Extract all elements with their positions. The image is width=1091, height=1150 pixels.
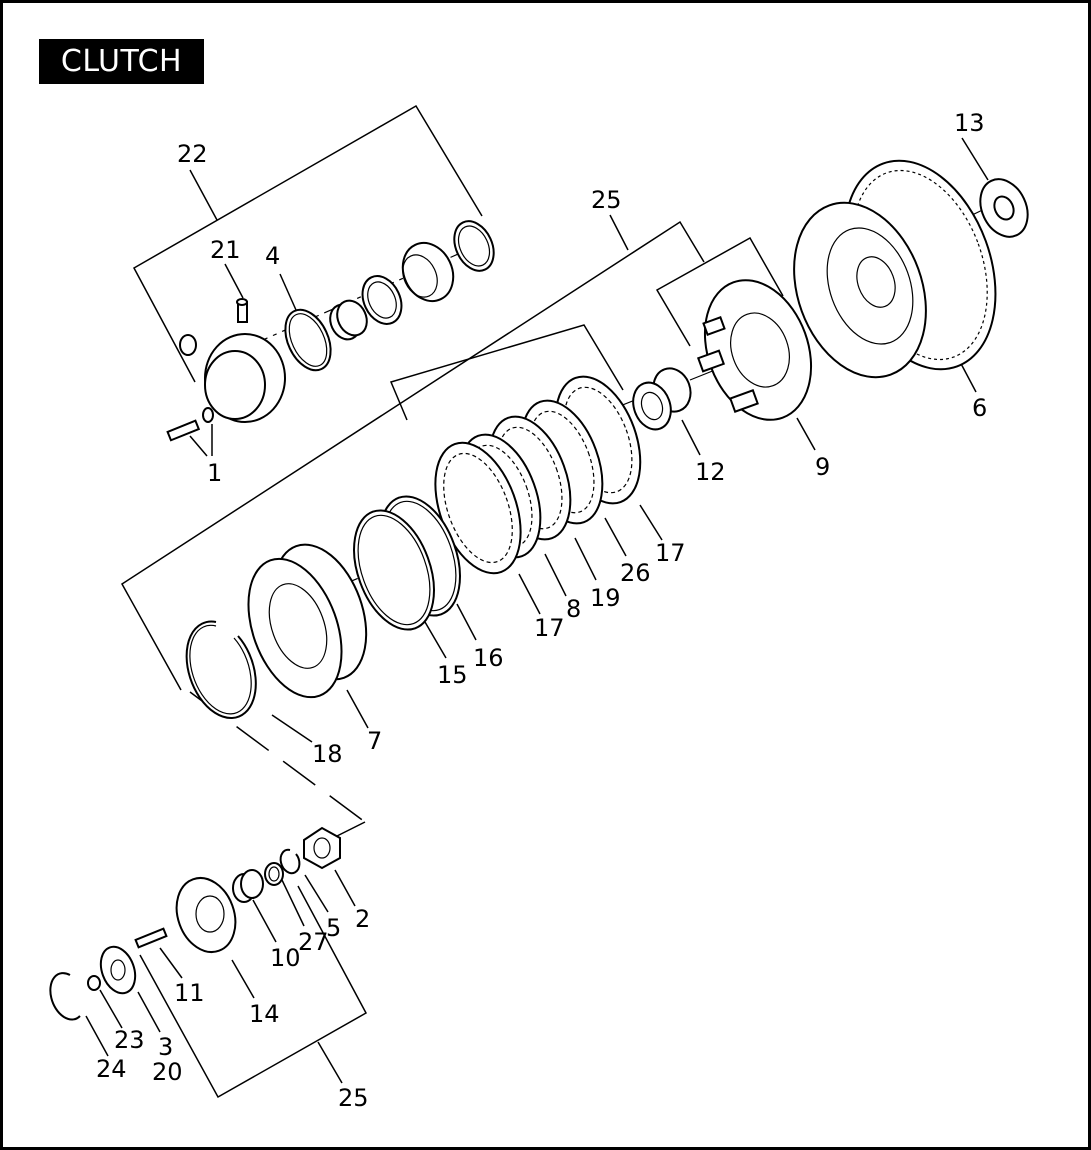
callout-6: 6: [972, 394, 987, 422]
callout-2: 2: [355, 905, 370, 933]
part-piston: [401, 220, 495, 303]
part-bearing-12: [632, 367, 692, 431]
callout-11: 11: [174, 979, 205, 1007]
callout-23: 23: [114, 1026, 145, 1054]
callout-19: 19: [590, 584, 621, 612]
part-clutch-shell-6: [793, 159, 997, 379]
callout-13: 13: [954, 109, 985, 137]
part-oring-4: [284, 308, 332, 372]
part-hub-7: [247, 543, 368, 699]
callout-20: 20: [152, 1058, 183, 1086]
callout-9: 9: [815, 453, 830, 481]
part-spring-seal: [329, 275, 403, 341]
part-rings-15-16: [353, 495, 461, 631]
callout-7: 7: [367, 727, 382, 755]
callout-1: 1: [207, 459, 222, 487]
callout-15: 15: [437, 661, 468, 689]
part-friction-plates: [434, 375, 642, 575]
part-snap-ring-18: [185, 620, 257, 720]
callout-24: 24: [96, 1055, 127, 1083]
callout-21: 21: [210, 236, 241, 264]
callout-3: 3: [158, 1033, 173, 1061]
callout-12: 12: [695, 458, 726, 486]
part-bolt-1: [166, 407, 214, 442]
callout-8: 8: [566, 595, 581, 623]
callout-17-upper: 17: [655, 539, 686, 567]
callout-22: 22: [177, 140, 208, 168]
diagram-title: CLUTCH: [39, 39, 204, 84]
callout-4: 4: [265, 242, 280, 270]
part-washer-13: [979, 178, 1029, 238]
callout-25-upper: 25: [591, 186, 622, 214]
callout-5: 5: [326, 914, 341, 942]
callout-25-lower: 25: [338, 1084, 369, 1112]
callout-26: 26: [620, 559, 651, 587]
callout-17-lower: 17: [534, 614, 565, 642]
callout-14: 14: [249, 1000, 280, 1028]
part-pressure-plate-9: [696, 279, 813, 421]
callout-27: 27: [298, 928, 329, 956]
callout-18: 18: [312, 740, 343, 768]
part-lower-group: [49, 826, 341, 1021]
part-release-cover-22: [179, 298, 286, 423]
callout-labels: 1 2 3 4 5 6 7 8 9 10 11 12 13 14 15 16 1…: [96, 109, 987, 1112]
callout-10: 10: [270, 944, 301, 972]
callout-16: 16: [473, 644, 504, 672]
